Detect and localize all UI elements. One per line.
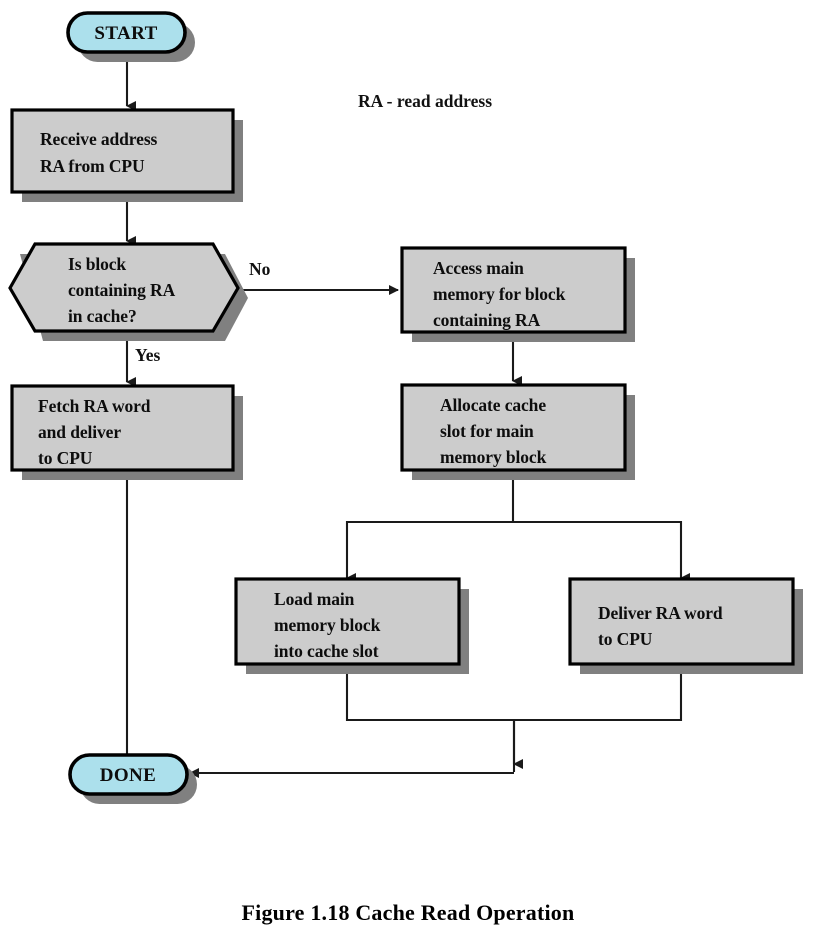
node-fetch-ra-word[interactable]: Fetch RA word and deliver to CPU <box>10 384 243 480</box>
node-done[interactable]: DONE <box>68 753 197 804</box>
connector-load-to-merge <box>345 665 516 772</box>
decision-line-3: in cache? <box>68 306 137 326</box>
receive-shape <box>10 108 235 194</box>
connector-allocate-to-deliver <box>513 520 690 583</box>
node-deliver-ra-word[interactable]: Deliver RA word to CPU <box>568 577 803 674</box>
access-line-1: Access main <box>433 258 524 278</box>
node-decision-block-in-cache[interactable]: Is block containing RA in cache? <box>8 242 248 341</box>
node-receive-address[interactable]: Receive address RA from CPU <box>10 108 243 202</box>
access-line-2: memory for block <box>433 284 566 304</box>
load-shape <box>234 577 461 666</box>
load-line-3: into cache slot <box>274 641 379 661</box>
allocate-line-1: Allocate cache <box>440 395 546 415</box>
node-access-main-memory[interactable]: Access main memory for block containing … <box>400 246 635 342</box>
start-label: START <box>94 23 157 44</box>
receive-line-2: RA from CPU <box>40 156 145 176</box>
load-line-2: memory block <box>274 615 381 635</box>
edge-label-no: No <box>249 259 271 279</box>
node-load-main-memory-block[interactable]: Load main memory block into cache slot <box>234 577 469 674</box>
legend-ra-definition: RA - read address <box>358 91 492 111</box>
fetch-line-3: to CPU <box>38 448 93 468</box>
decision-shape <box>8 242 240 333</box>
allocate-line-3: memory block <box>440 447 547 467</box>
access-line-3: containing RA <box>433 310 541 330</box>
node-allocate-cache-slot[interactable]: Allocate cache slot for main memory bloc… <box>400 383 635 480</box>
allocate-shape <box>400 383 627 472</box>
connectors <box>125 52 690 778</box>
fetch-line-1: Fetch RA word <box>38 396 151 416</box>
access-shape <box>400 246 627 334</box>
edge-label-yes: Yes <box>135 345 160 365</box>
fetch-shape <box>10 384 235 472</box>
decision-line-1: Is block <box>68 254 126 274</box>
decision-line-2: containing RA <box>68 280 176 300</box>
connector-deliver-to-merge <box>514 665 683 722</box>
load-line-1: Load main <box>274 589 355 609</box>
receive-line-1: Receive address <box>40 129 158 149</box>
figure-caption: Figure 1.18 Cache Read Operation <box>242 900 575 925</box>
start-shape <box>66 11 187 54</box>
deliver-shape <box>568 577 795 666</box>
deliver-line-2: to CPU <box>598 629 653 649</box>
node-start[interactable]: START <box>66 11 195 62</box>
allocate-line-2: slot for main <box>440 421 534 441</box>
connector-allocate-to-load <box>345 470 515 583</box>
done-label: DONE <box>100 765 157 786</box>
deliver-line-1: Deliver RA word <box>598 603 723 623</box>
fetch-line-2: and deliver <box>38 422 121 442</box>
done-shape <box>68 753 189 796</box>
